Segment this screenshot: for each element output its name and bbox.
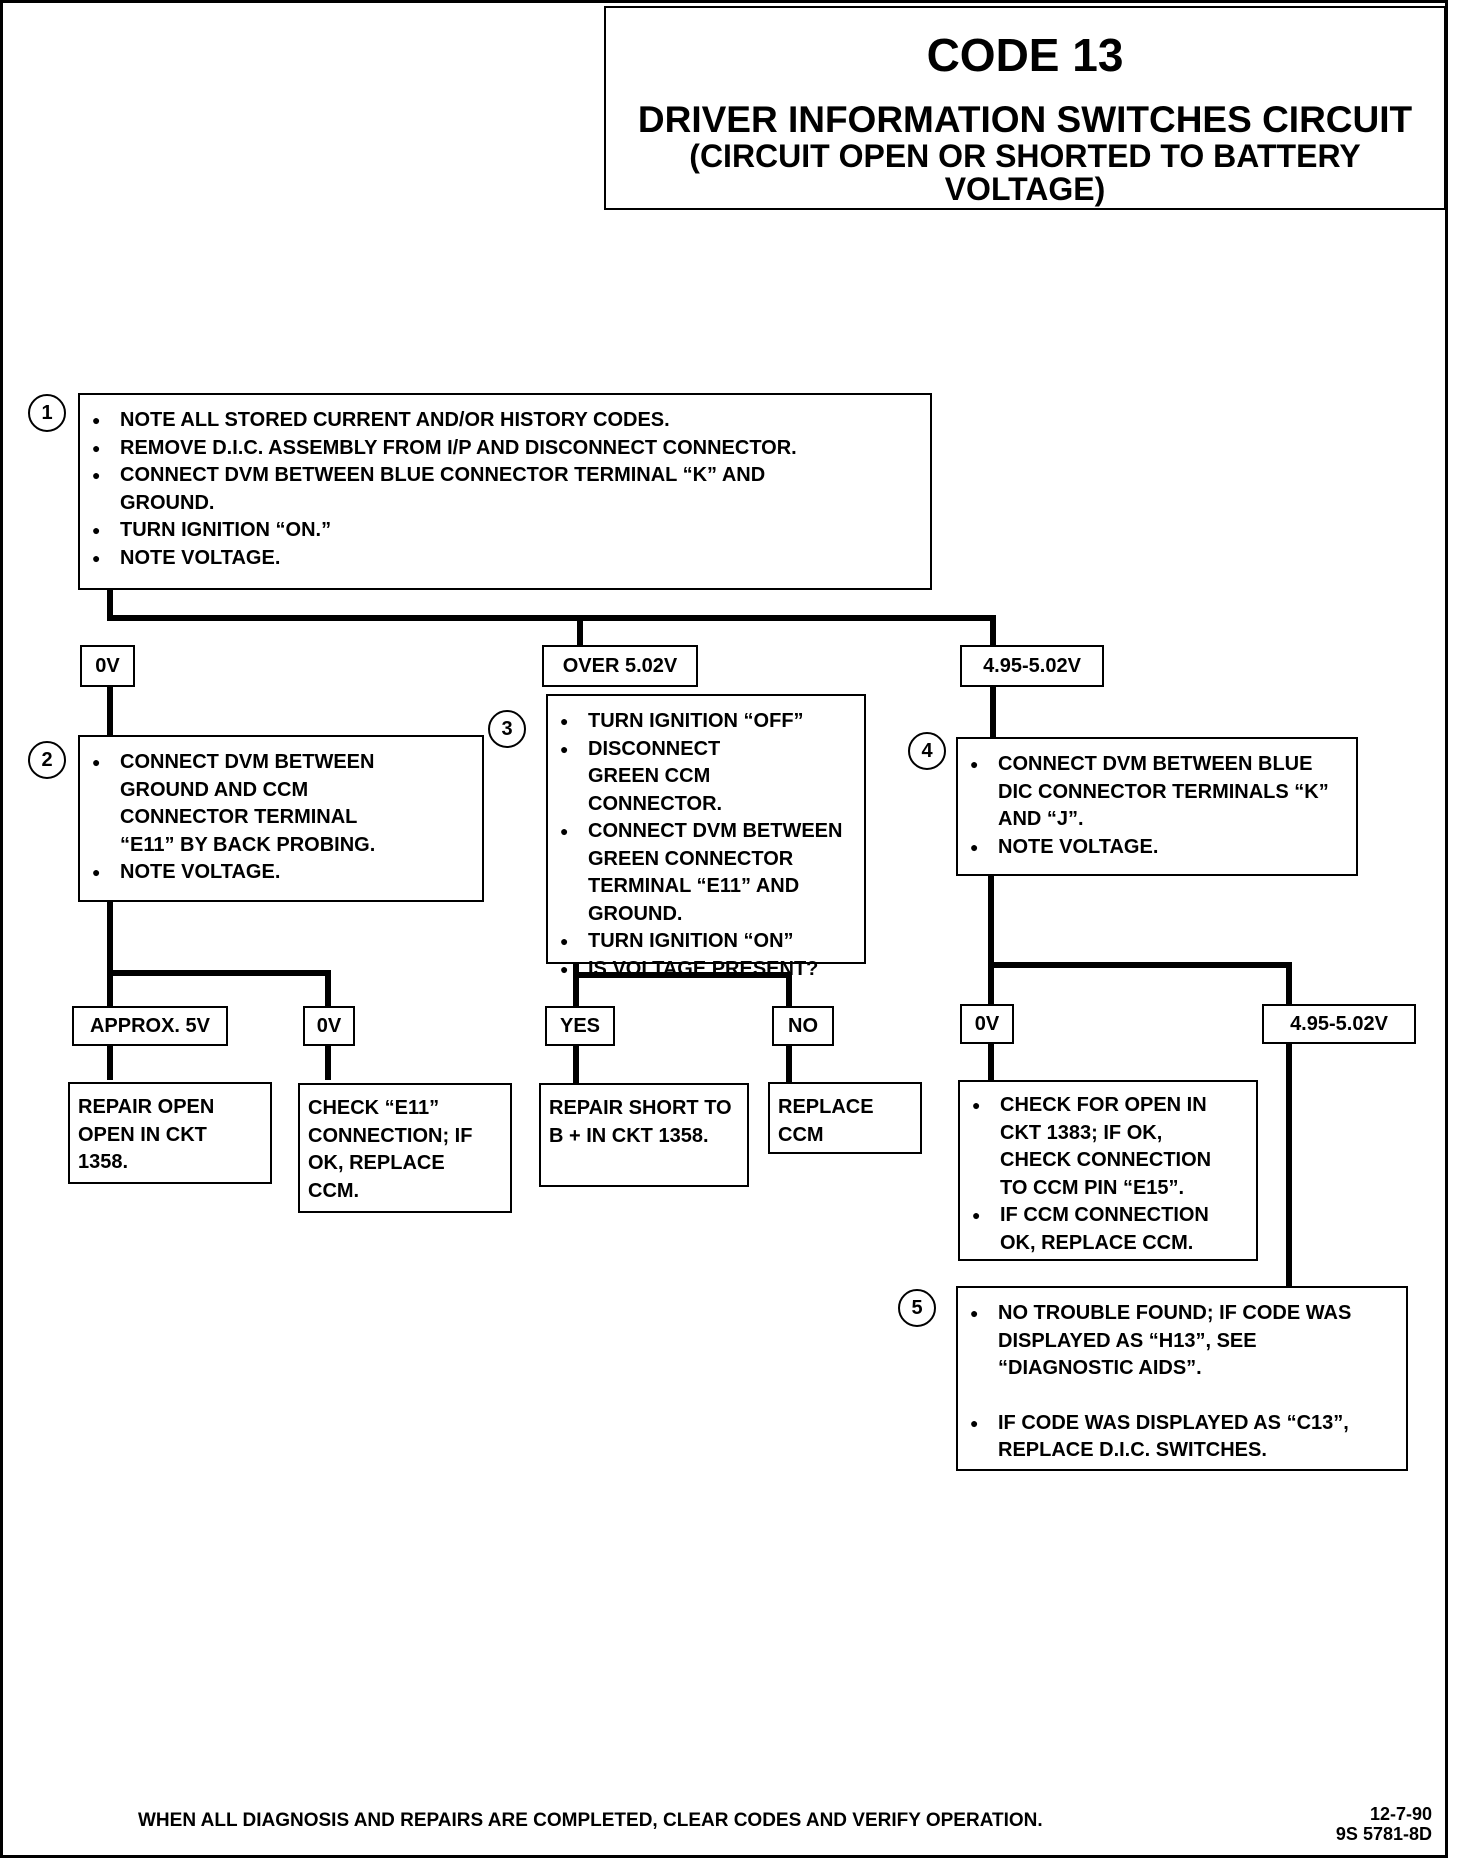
step-3-marker: 3 <box>488 710 526 748</box>
step-3-box: TURN IGNITION “OFF” DISCONNECT GREEN CCM… <box>546 694 866 983</box>
document-number: 9S 5781-8D <box>1335 1824 1432 1844</box>
page-frame <box>0 0 1448 1858</box>
connector-line <box>1286 1042 1292 1286</box>
list-item: CHECK FOR OPEN IN CKT 1383; IF OK, CHECK… <box>966 1092 1220 1202</box>
list-item: IF CODE WAS DISPLAYED AS “C13”, REPLACE … <box>964 1410 1398 1465</box>
list-item: TURN IGNITION “ON.” <box>86 517 924 545</box>
connector-line <box>786 972 792 1007</box>
list-item: REMOVE D.I.C. ASSEMBLY FROM I/P AND DISC… <box>86 435 924 463</box>
connector-line <box>325 1040 331 1080</box>
step-2-marker: 2 <box>28 741 66 779</box>
connector-line <box>573 962 579 1007</box>
page-subtitle: DRIVER INFORMATION SWITCHES CIRCUIT <box>637 99 1413 140</box>
connector-line <box>990 686 996 738</box>
connector-line <box>990 615 996 655</box>
step-4-box: CONNECT DVM BETWEEN BLUE DIC CONNECTOR T… <box>956 737 1358 876</box>
list-item: DISCONNECT GREEN CCM CONNECTOR. <box>554 736 788 819</box>
list-item: NO TROUBLE FOUND; IF CODE WAS DISPLAYED … <box>964 1300 1388 1383</box>
repair-open-text: REPAIR OPEN OPEN IN CKT 1358. <box>78 1096 215 1173</box>
connector-line <box>988 962 1292 968</box>
list-item: CONNECT DVM BETWEEN GROUND AND CCM CONNE… <box>86 749 410 859</box>
repair-short-text: REPAIR SHORT TO B + IN CKT 1358. <box>549 1097 732 1147</box>
branch-0v-label: 0V <box>303 1006 355 1046</box>
list-item: CONNECT DVM BETWEEN GREEN CONNECTOR TERM… <box>554 818 844 928</box>
branch-0v-label: 0V <box>960 1004 1014 1044</box>
check-e11-box: CHECK “E11” CONNECTION; IF OK, REPLACE C… <box>298 1083 512 1213</box>
connector-line <box>573 1043 579 1083</box>
connector-line <box>988 874 994 1006</box>
step-2-box: CONNECT DVM BETWEEN GROUND AND CCM CONNE… <box>78 735 484 902</box>
connector-line <box>107 970 331 976</box>
page-title: CODE 13 <box>926 29 1124 81</box>
step-1-marker: 1 <box>28 394 66 432</box>
branch-0v-label: 0V <box>80 645 135 687</box>
branch-4-95-5-02v-label: 4.95-5.02V <box>1262 1004 1416 1044</box>
list-item: NOTE ALL STORED CURRENT AND/OR HISTORY C… <box>86 407 924 435</box>
list-item: CONNECT DVM BETWEEN BLUE CONNECTOR TERMI… <box>86 462 820 517</box>
connector-line <box>107 1040 113 1080</box>
list-item: TURN IGNITION “OFF” <box>554 708 858 736</box>
branch-approx-5v-label: APPROX. 5V <box>72 1006 228 1046</box>
title-block: CODE 13 DRIVER INFORMATION SWITCHES CIRC… <box>604 6 1446 210</box>
branch-yes-label: YES <box>545 1006 615 1046</box>
replace-ccm-box: REPLACE CCM <box>768 1082 922 1154</box>
connector-line <box>786 1043 792 1083</box>
check-e11-text: CHECK “E11” CONNECTION; IF OK, REPLACE C… <box>308 1097 473 1202</box>
step-1-box: NOTE ALL STORED CURRENT AND/OR HISTORY C… <box>78 393 932 590</box>
list-item: IF CCM CONNECTION OK, REPLACE CCM. <box>966 1202 1220 1257</box>
connector-line <box>107 590 113 620</box>
connector-line <box>325 970 331 1007</box>
connector-line <box>1286 962 1292 1006</box>
list-item: CONNECT DVM BETWEEN BLUE DIC CONNECTOR T… <box>964 751 1338 834</box>
branch-4-95-5-02v-label: 4.95-5.02V <box>960 645 1104 687</box>
footer-note: WHEN ALL DIAGNOSIS AND REPAIRS ARE COMPL… <box>138 1810 1043 1831</box>
list-item: TURN IGNITION “ON” <box>554 928 858 956</box>
list-item: NOTE VOLTAGE. <box>86 545 924 573</box>
connector-line <box>577 615 583 645</box>
branch-over-5-02v-label: OVER 5.02V <box>542 645 698 687</box>
step-5-box: NO TROUBLE FOUND; IF CODE WAS DISPLAYED … <box>956 1286 1408 1471</box>
list-item: NOTE VOLTAGE. <box>86 859 476 887</box>
check-open-box: CHECK FOR OPEN IN CKT 1383; IF OK, CHECK… <box>958 1080 1258 1261</box>
list-item: NOTE VOLTAGE. <box>964 834 1350 862</box>
branch-no-label: NO <box>772 1006 834 1046</box>
connector-line <box>107 615 996 621</box>
connector-line <box>107 900 113 1007</box>
step-5-marker: 5 <box>898 1289 936 1327</box>
document-reference: 12-7-90 9S 5781-8D <box>1336 1804 1432 1844</box>
document-date: 12-7-90 <box>1369 1804 1432 1824</box>
connector-line <box>107 686 113 736</box>
list-item: IS VOLTAGE PRESENT? <box>554 956 858 984</box>
replace-ccm-text: REPLACE CCM <box>778 1096 874 1146</box>
connector-line <box>988 1042 994 1080</box>
subtitle-line-2: VOLTAGE) <box>944 171 1106 207</box>
step-4-marker: 4 <box>908 732 946 770</box>
repair-open-box: REPAIR OPEN OPEN IN CKT 1358. <box>68 1082 272 1184</box>
subtitle-line-1: (CIRCUIT OPEN OR SHORTED TO BATTERY <box>689 138 1361 174</box>
repair-short-box: REPAIR SHORT TO B + IN CKT 1358. <box>539 1083 749 1187</box>
